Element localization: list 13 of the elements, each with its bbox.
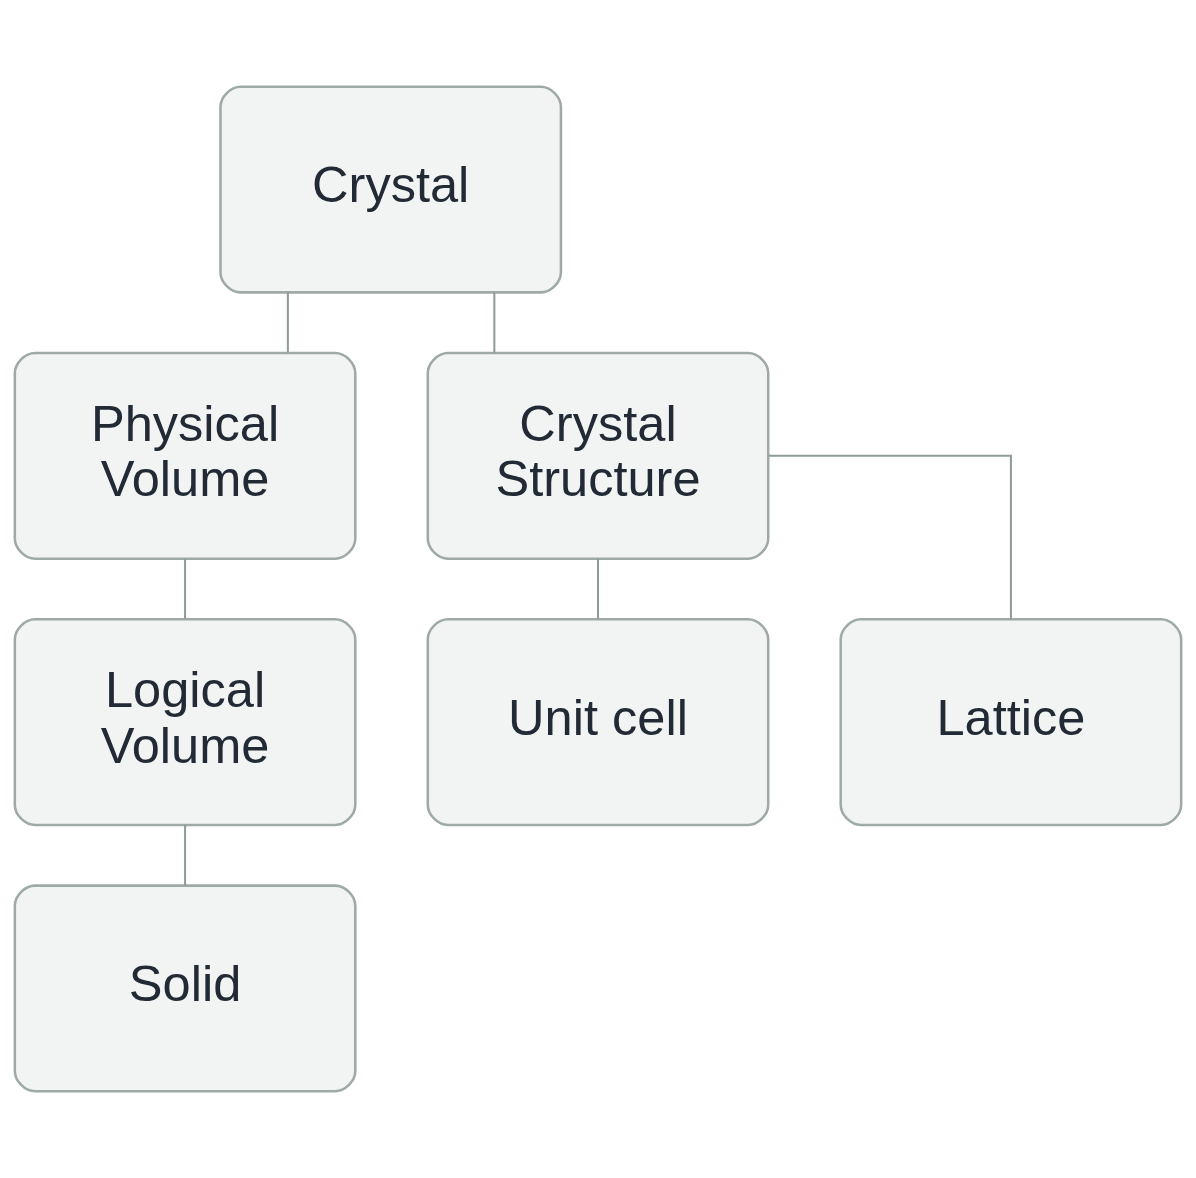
node-box: Lattice — [839, 618, 1183, 827]
node-box: Solid — [13, 884, 357, 1093]
node-box: Crystal — [219, 85, 563, 294]
node-box: Crystal Structure — [426, 351, 770, 560]
connector — [768, 454, 1012, 620]
connector — [184, 558, 187, 620]
connector — [286, 292, 289, 353]
connector — [597, 558, 599, 620]
node-box: Logical Volume — [13, 618, 357, 827]
connector — [493, 292, 496, 353]
connector — [184, 825, 187, 886]
node-box: Physical Volume — [13, 351, 357, 560]
node-box: Unit cell — [426, 618, 770, 827]
